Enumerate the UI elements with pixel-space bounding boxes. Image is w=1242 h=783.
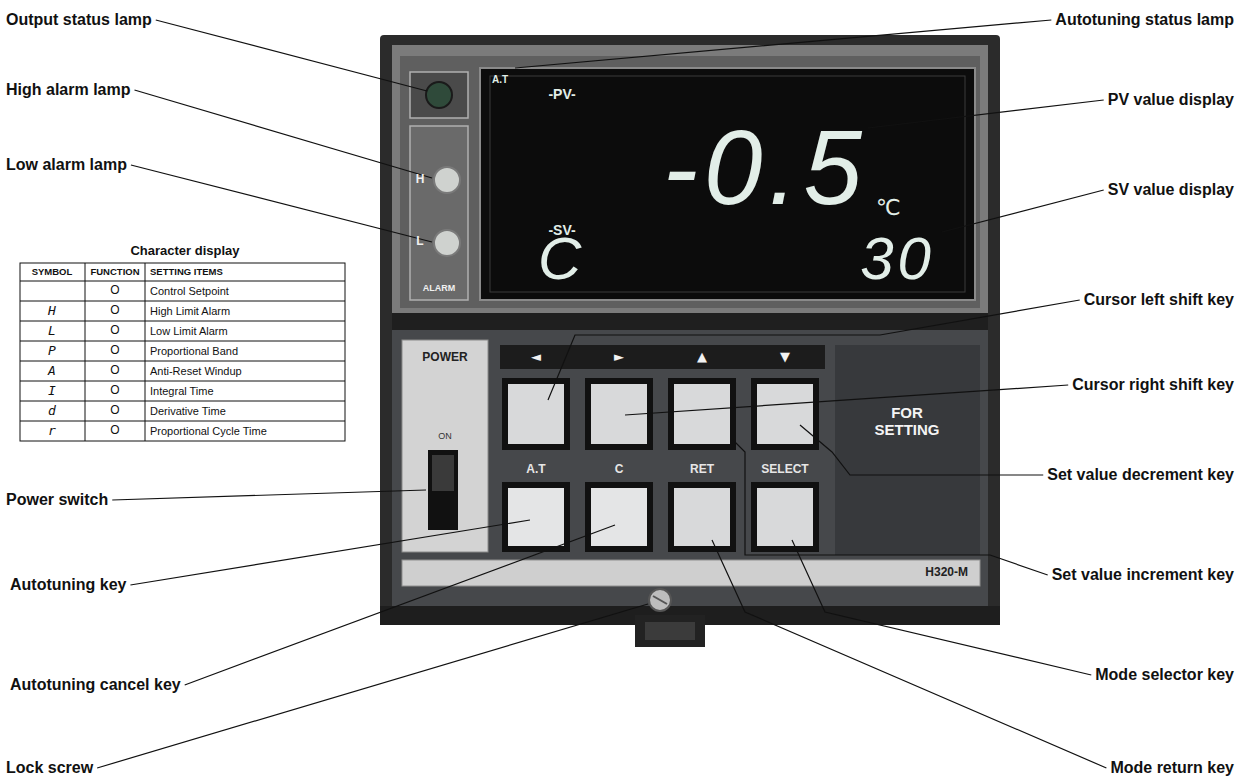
table-item: Anti-Reset Windup (150, 365, 242, 378)
table-item: Derivative Time (150, 405, 226, 418)
callout-label: Low alarm lamp (6, 156, 127, 174)
table-function-mark: O (110, 284, 119, 298)
leader-line (868, 100, 1104, 128)
leader-line (942, 190, 1104, 232)
table-function-mark: O (110, 344, 119, 358)
leader-line (134, 90, 432, 178)
leader-line (625, 385, 1068, 415)
callout-label: Output status lamp (6, 11, 152, 29)
callout-label: Mode return key (1110, 759, 1234, 777)
table-function-mark: O (110, 384, 119, 398)
table-header: SETTING ITEMS (150, 267, 223, 278)
table-symbol: H (48, 304, 56, 319)
display-screen-text: C (538, 224, 581, 293)
table-function-mark: O (110, 304, 119, 318)
callout-label: Set value increment key (1052, 566, 1234, 584)
key-label: SELECT (761, 463, 808, 477)
leader-line (131, 165, 432, 242)
table-function-mark: O (110, 424, 119, 438)
table-item: Integral Time (150, 385, 214, 398)
callout-label: Autotuning status lamp (1055, 11, 1234, 29)
alarm-lamp-box: H L ALARM (410, 126, 468, 300)
key-arrow-symbol: ▲ (697, 350, 707, 365)
key-label: A.T (526, 463, 545, 477)
table-header: SYMBOL (32, 267, 73, 278)
model-plate: H320-M (402, 560, 980, 586)
table-symbol: I (48, 384, 56, 399)
callout-label: Power switch (6, 491, 108, 509)
leader-line (130, 520, 530, 585)
table-symbol: P (48, 344, 56, 359)
key-label: C (615, 463, 624, 477)
table-symbol: L (48, 324, 56, 339)
display-screen-text: A.T (492, 74, 508, 86)
table-item: Proportional Band (150, 345, 238, 358)
alarm-lamp-box-text: L (416, 235, 423, 249)
leader-line (185, 525, 615, 685)
callout-label: Autotuning cancel key (10, 676, 181, 694)
table-item: High Limit Alarm (150, 305, 230, 318)
table-function-mark: O (110, 364, 119, 378)
callout-label: PV value display (1108, 91, 1234, 109)
alarm-lamp-box-text: H (416, 173, 425, 187)
table-function-mark: O (110, 324, 119, 338)
panel-legend: FOR SETTING (862, 404, 952, 439)
leader-line (548, 300, 1080, 400)
callout-label: SV value display (1108, 181, 1234, 199)
table-function-mark: O (110, 404, 119, 418)
table-symbol: d (48, 404, 56, 419)
display-screen-text: 30 (860, 224, 935, 293)
power-panel: POWER ON (402, 340, 488, 552)
key-arrow-symbol: ◄ (531, 350, 541, 365)
display-screen-text: -PV- (548, 86, 575, 102)
table-title: Character display (130, 244, 239, 259)
callout-label: Lock screw (6, 759, 93, 777)
leader-line (515, 20, 1051, 68)
callout-label: Cursor right shift key (1072, 376, 1234, 394)
power-panel-text: ON (438, 431, 452, 441)
table-item: Proportional Cycle Time (150, 425, 267, 438)
key-arrow-symbol: ▼ (780, 350, 790, 365)
alarm-lamp-box-text: ALARM (423, 283, 456, 293)
leader-line (112, 490, 426, 500)
display-screen-text: ℃ (876, 195, 901, 220)
model-plate-text: H320-M (925, 566, 968, 580)
key-arrow-symbol: ► (614, 350, 624, 365)
leader-line (792, 540, 1091, 675)
key-label: RET (690, 463, 714, 477)
power-panel-text: POWER (422, 351, 467, 365)
table-item: Control Setpoint (150, 285, 229, 298)
leader-line (712, 540, 1106, 768)
table-symbol: r (48, 424, 56, 439)
table-item: Low Limit Alarm (150, 325, 228, 338)
callout-label: Set value decrement key (1047, 466, 1234, 484)
callout-label: Mode selector key (1095, 666, 1234, 684)
leader-line (733, 440, 1048, 575)
display-screen: A.T-PV--0.5℃-SV-C30 (480, 68, 975, 300)
callout-label: Autotuning key (10, 576, 126, 594)
callout-label: High alarm lamp (6, 81, 130, 99)
display-screen-text: -0.5 (663, 108, 868, 229)
callout-label: Cursor left shift key (1084, 291, 1234, 309)
table-symbol: A (48, 364, 56, 379)
table-header: FUNCTION (90, 267, 139, 278)
leader-line (156, 20, 427, 91)
